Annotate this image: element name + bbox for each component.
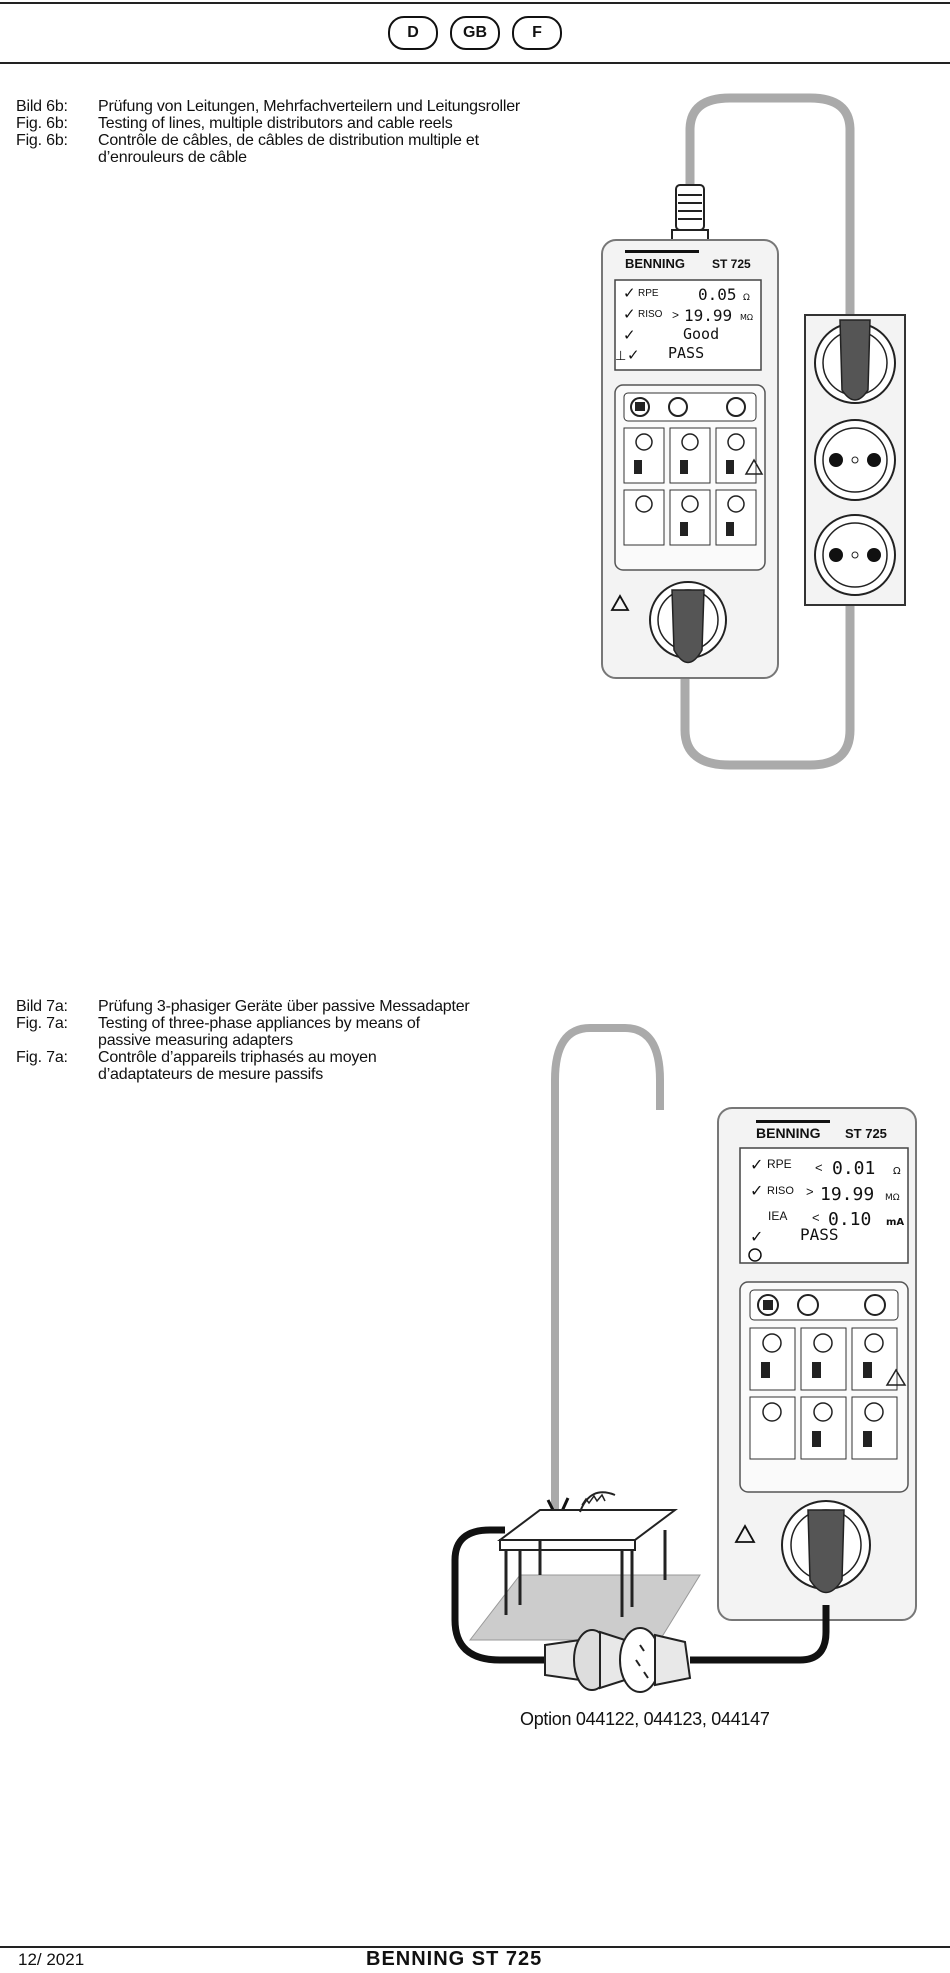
- caption-row-de: Bild 6b: Prüfung von Leitungen, Mehrfach…: [16, 98, 618, 115]
- caption-label: Fig. 7a:: [16, 1015, 68, 1032]
- caption-label: Fig. 6b:: [16, 115, 68, 132]
- device-model: ST 725: [845, 1126, 887, 1141]
- lcd-status-pass: PASS: [800, 1225, 839, 1244]
- caption-label: Fig. 6b:: [16, 132, 68, 149]
- three-phase-cable: [690, 1605, 830, 1664]
- svg-text:✓: ✓: [627, 347, 640, 364]
- appliance-table-icon: [468, 1491, 701, 1641]
- lcd-riso-value: 19.99: [684, 306, 732, 325]
- lcd-display: [739, 1147, 909, 1264]
- footer-date: 12/ 2021: [18, 1950, 85, 1969]
- caption-text: Contrôle de câbles, de câbles de distrib…: [98, 132, 479, 166]
- lcd-riso-comparator: >: [672, 308, 679, 322]
- lcd-rpe-label: RPE: [767, 1157, 792, 1171]
- svg-text:✓: ✓: [623, 306, 636, 323]
- svg-text:✓: ✓: [623, 285, 636, 302]
- lcd-riso-label: RISO: [767, 1185, 794, 1197]
- lcd-rpe-unit: Ω: [743, 293, 750, 303]
- caption-label: Bild 7a:: [16, 998, 68, 1015]
- device-brand: BENNING: [756, 1125, 821, 1141]
- lcd-riso-value: 19.99: [820, 1184, 874, 1205]
- caption-row-gb: Fig. 6b: Testing of lines, multiple dist…: [16, 115, 618, 132]
- saw-blade-icon: [579, 1491, 616, 1513]
- caption-row-fr: Fig. 7a: Contrôle d’appareils triphasés …: [16, 1049, 618, 1083]
- lcd-riso-unit: MΩ: [885, 1193, 900, 1203]
- lcd-iea-label: IEA: [768, 1209, 787, 1223]
- caption-row-gb: Fig. 7a: Testing of three-phase applianc…: [16, 1015, 618, 1049]
- footer-brand: BENNING ST 725: [366, 1948, 543, 1970]
- lcd-rpe-unit: Ω: [893, 1166, 901, 1177]
- header-top-rule: [0, 2, 950, 4]
- warning-icon: [610, 594, 630, 611]
- tester-device: BENNING ST 725 ✓ RPE < 0.01 Ω ✓ RISO > 1…: [717, 1107, 917, 1621]
- lcd-status-good: Good: [683, 325, 719, 343]
- language-badge-de: D: [388, 16, 438, 50]
- lcd-rpe-value: 0.05: [698, 285, 737, 304]
- language-badge-gb: GB: [450, 16, 500, 50]
- cable-loop-bottom: [680, 590, 855, 770]
- lcd-display: [614, 279, 762, 371]
- svg-text:✓: ✓: [750, 1183, 763, 1200]
- caption-text: Prüfung von Leitungen, Mehrfachverteiler…: [98, 98, 521, 115]
- lcd-riso-label: RISO: [638, 309, 663, 320]
- figure-6b-caption: Bild 6b: Prüfung von Leitungen, Mehrfach…: [16, 98, 618, 166]
- lcd-iea-unit: mA: [886, 1217, 904, 1228]
- svg-text:✓: ✓: [750, 1157, 763, 1174]
- figure-7a-caption: Bild 7a: Prüfung 3-phasiger Geräte über …: [16, 998, 618, 1083]
- tester-device: BENNING ST 725 ✓ RPE 0.05 Ω ✓ RISO > 19.…: [601, 239, 779, 679]
- caption-row-fr: Fig. 6b: Contrôle de câbles, de câbles d…: [16, 132, 618, 166]
- figure-6b-illustration: BENNING ST 725 ✓ RPE 0.05 Ω ✓ RISO > 19.…: [601, 93, 906, 770]
- caption-text: Contrôle d’appareils triphasés au moyen …: [98, 1049, 377, 1083]
- device-model: ST 725: [712, 257, 751, 271]
- test-probe-lead: [551, 1024, 664, 1510]
- cee-plug-icon: [544, 1627, 692, 1693]
- caption-label: Fig. 7a:: [16, 1049, 68, 1066]
- protective-class-icon: [748, 1248, 762, 1262]
- language-badge-fr: F: [512, 16, 562, 50]
- svg-text:⊥: ⊥: [615, 348, 626, 363]
- cable-loop-top: [685, 93, 855, 320]
- footer-rule: [0, 1946, 950, 1948]
- three-phase-cable: [451, 1526, 545, 1664]
- caption-text: Testing of three-phase appliances by mea…: [98, 1015, 420, 1049]
- svg-text:✓: ✓: [750, 1229, 763, 1246]
- warning-icon: [734, 1524, 756, 1543]
- multi-socket-strip: [804, 314, 906, 606]
- caption-text: Testing of lines, multiple distributors …: [98, 115, 453, 132]
- warning-icon: [744, 458, 764, 475]
- caption-row-de: Bild 7a: Prüfung 3-phasiger Geräte über …: [16, 998, 618, 1015]
- language-badges: D GB F: [0, 12, 950, 52]
- device-brand: BENNING: [625, 256, 685, 271]
- lcd-riso-unit: MΩ: [740, 313, 753, 322]
- lcd-rpe-label: RPE: [638, 288, 659, 299]
- option-article-numbers: Option 044122, 044123, 044147: [520, 1709, 770, 1729]
- lcd-riso-comparator: >: [806, 1184, 814, 1199]
- warning-icon: [885, 1368, 907, 1386]
- lcd-iea-comparator: <: [812, 1210, 820, 1225]
- header-bottom-rule: [0, 62, 950, 64]
- lcd-iea-value: 0.10: [828, 1209, 871, 1230]
- figure-7a-illustration: BENNING ST 725 ✓ RPE < 0.01 Ω ✓ RISO > 1…: [451, 1024, 917, 1693]
- caption-label: Bild 6b:: [16, 98, 68, 115]
- lcd-status-pass: PASS: [668, 344, 704, 362]
- lcd-rpe-comparator: <: [815, 1160, 823, 1175]
- caption-text: Prüfung 3-phasiger Geräte über passive M…: [98, 998, 470, 1015]
- svg-text:✓: ✓: [623, 327, 636, 344]
- lcd-rpe-value: 0.01: [832, 1158, 875, 1179]
